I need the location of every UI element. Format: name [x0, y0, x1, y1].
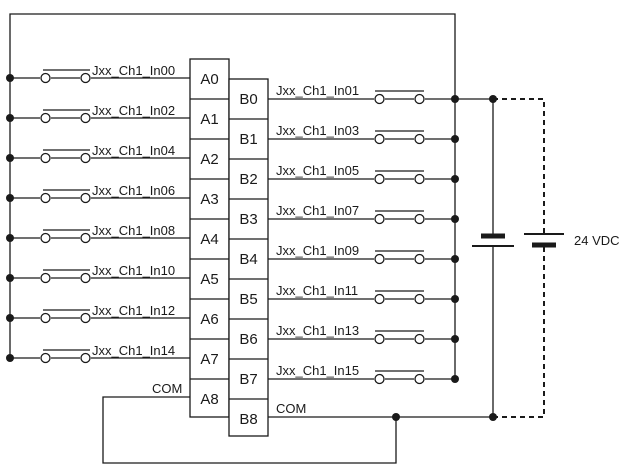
input-label: Jxx_Ch1_In05	[276, 163, 359, 178]
input-label: Jxx_Ch1_In12	[92, 303, 175, 318]
switch-terminal-icon	[80, 312, 91, 324]
switch-terminal-icon	[40, 272, 51, 284]
top-loop-wire	[9, 13, 456, 99]
junction-dot	[6, 314, 14, 322]
alt-supply-dashed-wire	[493, 98, 545, 418]
supply-label: 24 VDC	[574, 233, 620, 248]
junction-dot	[6, 154, 14, 162]
switch-terminal-icon	[80, 152, 91, 164]
pin-label-a8: A8	[200, 391, 218, 408]
pin-label-b0: B0	[239, 91, 257, 108]
switch-terminal-icon	[414, 293, 425, 305]
switch-terminal-icon	[374, 213, 385, 225]
junction-dot	[6, 354, 14, 362]
switch-terminal-icon	[40, 352, 51, 364]
input-label: Jxx_Ch1_In15	[276, 363, 359, 378]
junction-dot	[451, 255, 459, 263]
input-label: Jxx_Ch1_In07	[276, 203, 359, 218]
junction-dot	[489, 95, 497, 103]
switch-terminal-icon	[80, 232, 91, 244]
pin-label-a5: A5	[200, 271, 218, 288]
junction-dot	[6, 114, 14, 122]
switch-terminal-icon	[80, 112, 91, 124]
pin-label-a0: A0	[200, 71, 218, 88]
battery-alt-icon	[524, 233, 564, 248]
pin-label-b4: B4	[239, 251, 257, 268]
switch-terminal-icon	[414, 133, 425, 145]
pin-label-a6: A6	[200, 311, 218, 328]
pin-label-b5: B5	[239, 291, 257, 308]
com-label-right: COM	[276, 401, 306, 416]
com-label-left: COM	[152, 381, 182, 396]
battery-icon	[472, 233, 514, 247]
input-label: Jxx_Ch1_In09	[276, 243, 359, 258]
connector-column-b	[228, 78, 269, 437]
input-label: Jxx_Ch1_In08	[92, 223, 175, 238]
switch-terminal-icon	[414, 333, 425, 345]
input-label: Jxx_Ch1_In06	[92, 183, 175, 198]
junction-dot	[451, 375, 459, 383]
pin-label-b3: B3	[239, 211, 257, 228]
junction-dot	[451, 175, 459, 183]
pin-label-a4: A4	[200, 231, 218, 248]
input-label: Jxx_Ch1_In11	[276, 283, 358, 298]
junction-dot	[6, 234, 14, 242]
switch-terminal-icon	[374, 133, 385, 145]
input-label: Jxx_Ch1_In03	[276, 123, 359, 138]
pin-label-b6: B6	[239, 331, 257, 348]
switch-terminal-icon	[374, 173, 385, 185]
switch-terminal-icon	[40, 112, 51, 124]
switch-terminal-icon	[414, 253, 425, 265]
pin-label-a2: A2	[200, 151, 218, 168]
input-label: Jxx_Ch1_In02	[92, 103, 175, 118]
input-label: Jxx_Ch1_In04	[92, 143, 175, 158]
input-label: Jxx_Ch1_In01	[276, 83, 359, 98]
pin-label-b2: B2	[239, 171, 257, 188]
switch-terminal-icon	[40, 192, 51, 204]
switch-terminal-icon	[374, 333, 385, 345]
switch-terminal-icon	[414, 173, 425, 185]
junction-dot	[392, 413, 400, 421]
input-label: Jxx_Ch1_In00	[92, 63, 175, 78]
switch-terminal-icon	[40, 312, 51, 324]
switch-terminal-icon	[374, 253, 385, 265]
pin-label-b7: B7	[239, 371, 257, 388]
input-label: Jxx_Ch1_In13	[276, 323, 359, 338]
switch-terminal-icon	[374, 93, 385, 105]
switch-terminal-icon	[414, 213, 425, 225]
pin-label-a7: A7	[200, 351, 218, 368]
switch-terminal-icon	[80, 72, 91, 84]
junction-dot	[489, 413, 497, 421]
junction-dot	[6, 74, 14, 82]
switch-terminal-icon	[80, 352, 91, 364]
junction-dot	[451, 95, 459, 103]
switch-terminal-icon	[40, 232, 51, 244]
input-label: Jxx_Ch1_In10	[92, 263, 175, 278]
switch-terminal-icon	[414, 373, 425, 385]
junction-dot	[451, 135, 459, 143]
pin-label-a3: A3	[200, 191, 218, 208]
switch-terminal-icon	[414, 93, 425, 105]
com-a8-loop-wire	[102, 396, 397, 464]
connector-column-a	[189, 58, 230, 418]
switch-terminal-icon	[80, 192, 91, 204]
pin-label-b8: B8	[239, 411, 257, 428]
switch-terminal-icon	[374, 373, 385, 385]
junction-dot	[6, 274, 14, 282]
switch-terminal-icon	[40, 152, 51, 164]
junction-dot	[451, 295, 459, 303]
input-label: Jxx_Ch1_In14	[92, 343, 175, 358]
junction-dot	[6, 194, 14, 202]
switch-terminal-icon	[80, 272, 91, 284]
pin-label-a1: A1	[200, 111, 218, 128]
pin-label-b1: B1	[239, 131, 257, 148]
junction-dot	[451, 215, 459, 223]
switch-terminal-icon	[374, 293, 385, 305]
switch-terminal-icon	[40, 72, 51, 84]
junction-dot	[451, 335, 459, 343]
